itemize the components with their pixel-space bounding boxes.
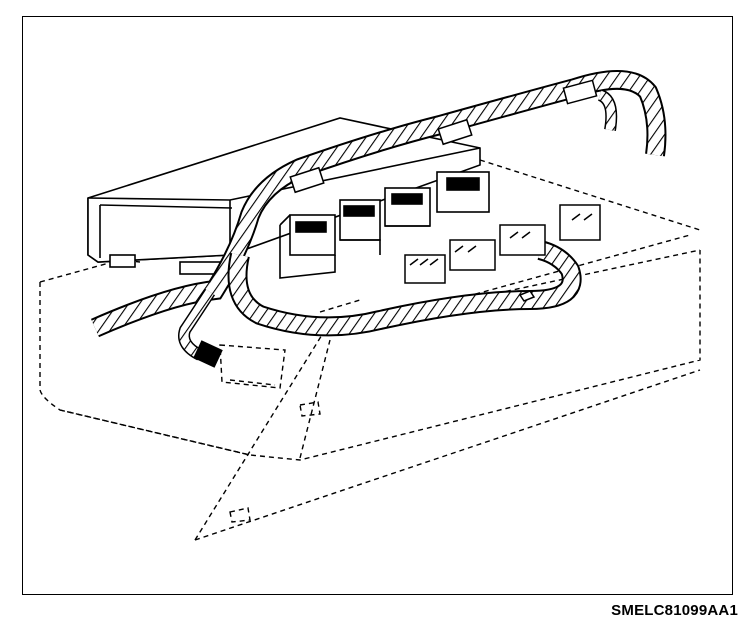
wiring-harness <box>90 70 667 361</box>
control-module <box>87 117 490 279</box>
harness-connectors <box>193 79 601 368</box>
figure-code: SMELC81099AA1 <box>611 602 738 619</box>
